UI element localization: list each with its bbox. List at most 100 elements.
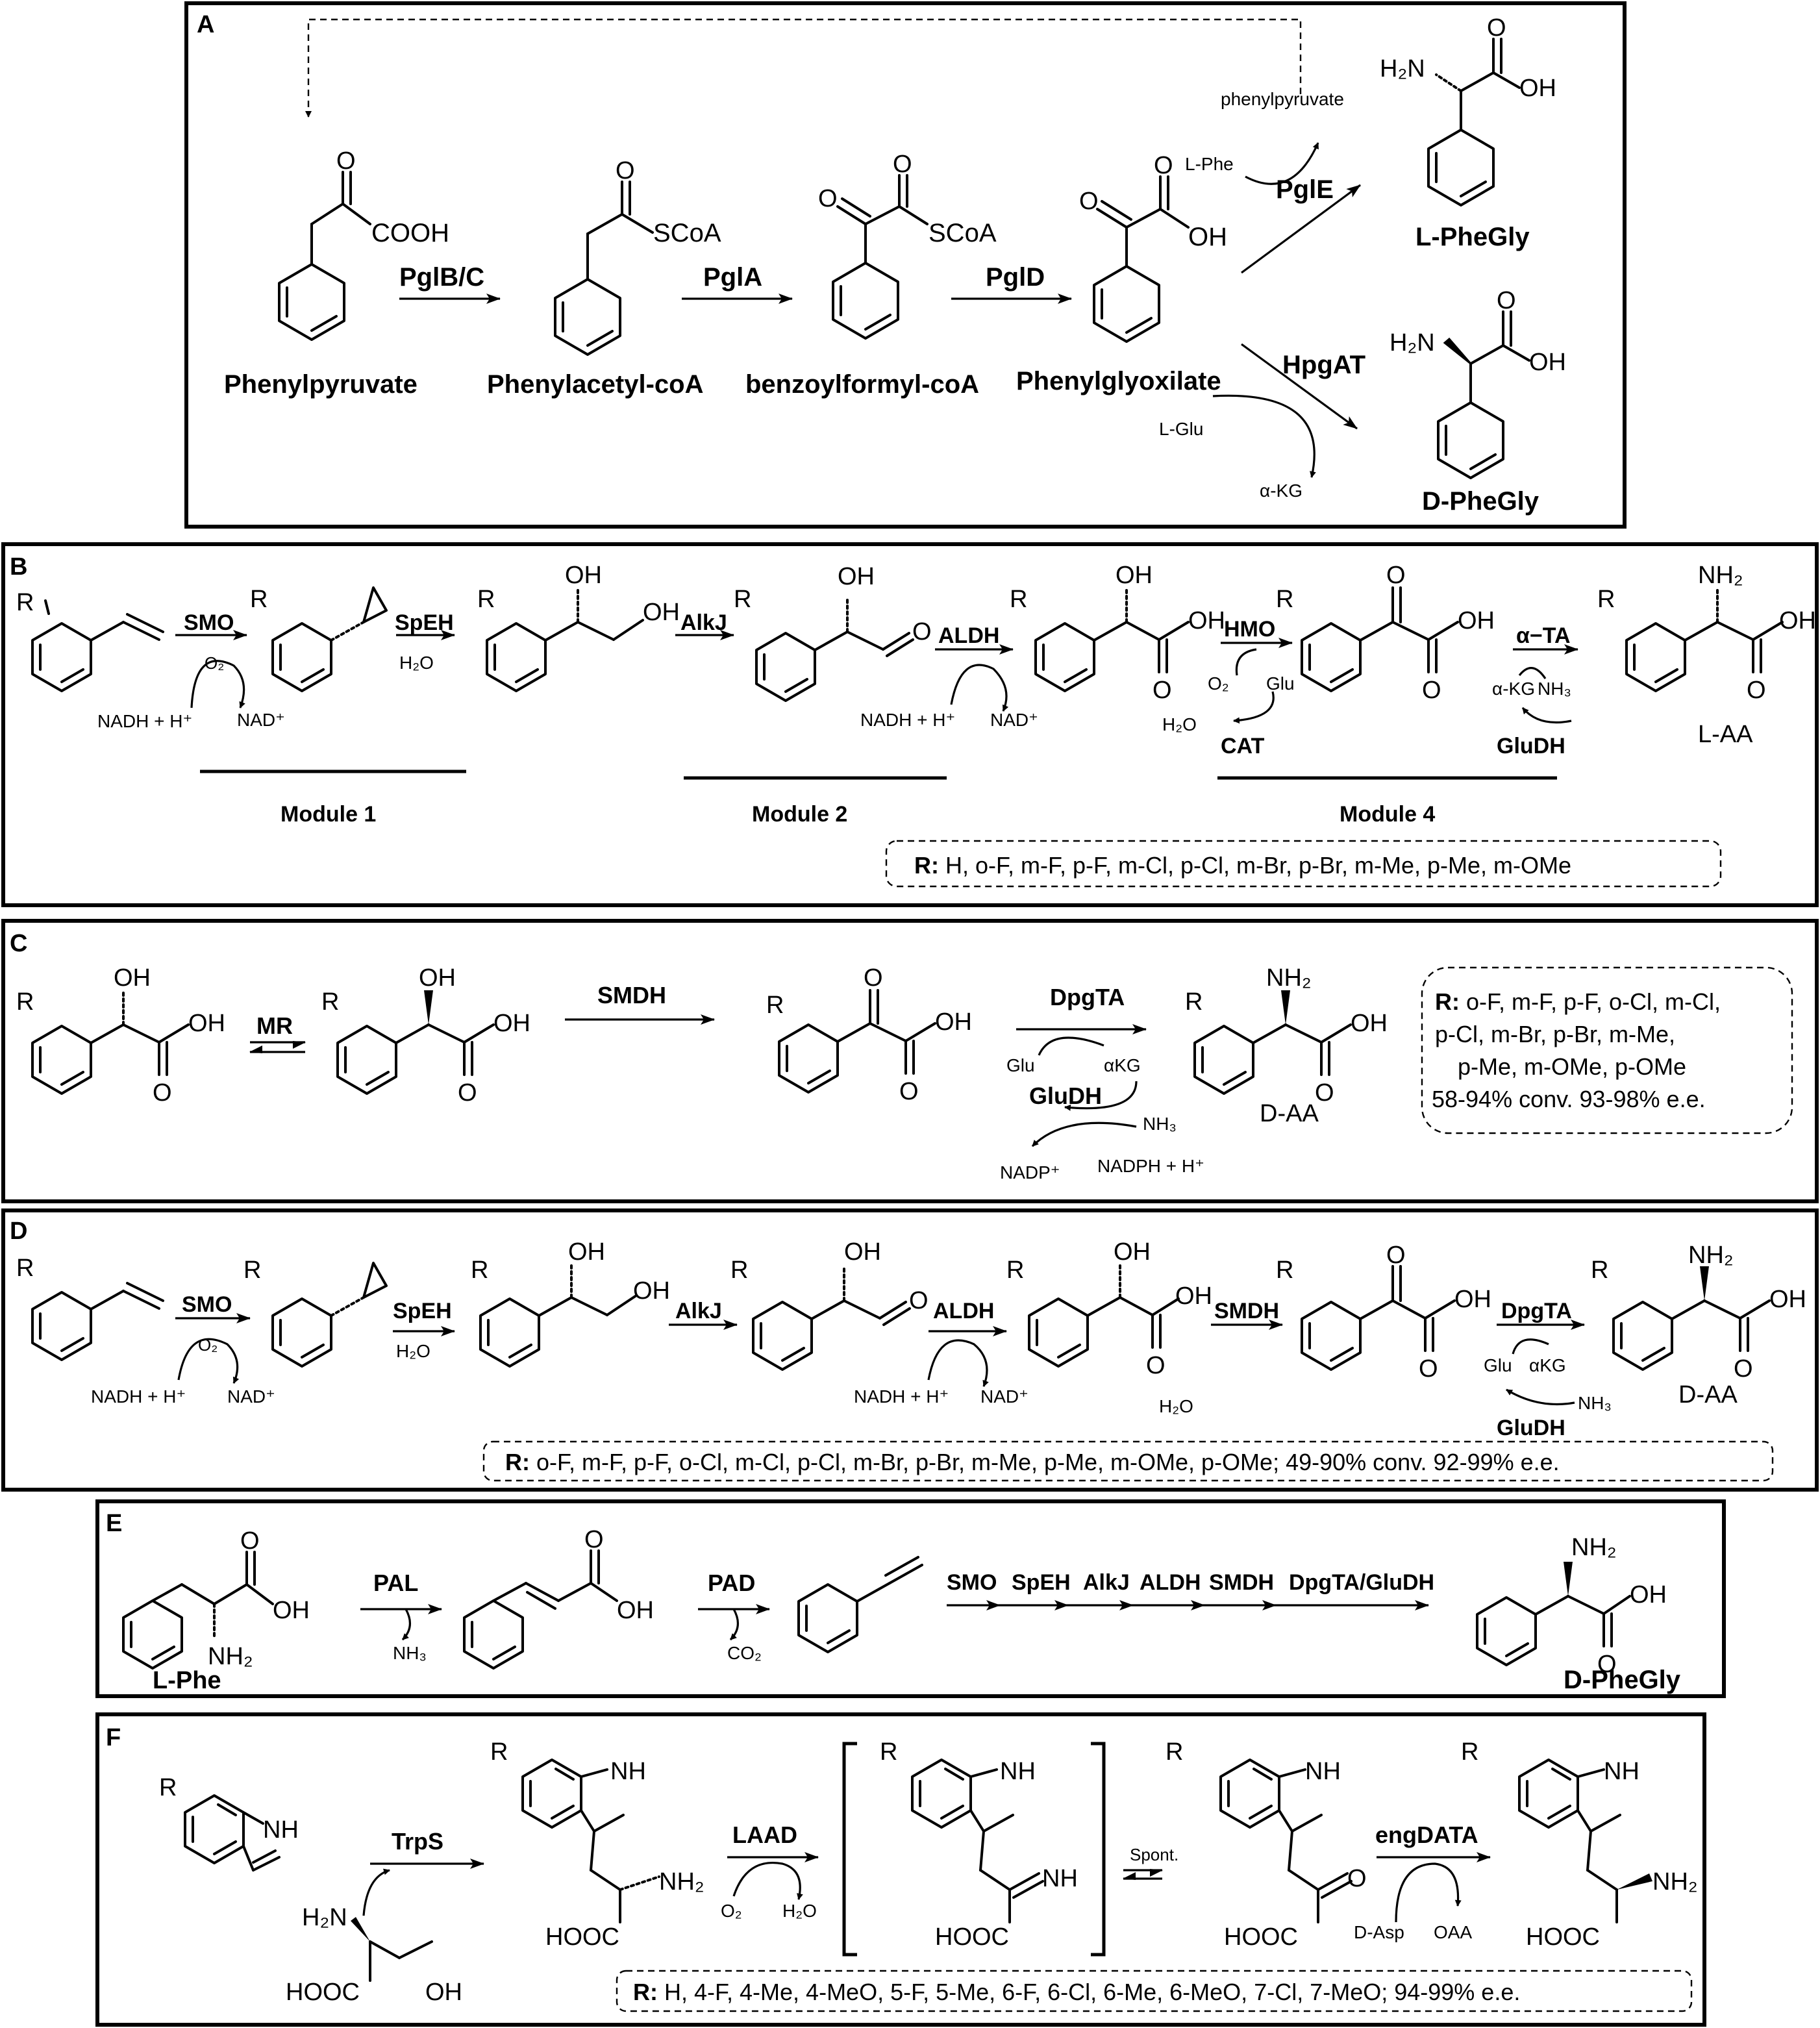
product-d-aa-c: D-AA bbox=[1260, 1100, 1319, 1127]
curved-arrow-cat bbox=[1233, 691, 1275, 724]
cofactor-l-phe: L-Phe bbox=[1185, 154, 1234, 174]
atom-o: O bbox=[912, 618, 932, 645]
cofactor-glu: α-KG bbox=[1492, 679, 1535, 699]
label-l-phe: L-Phe bbox=[153, 1667, 221, 1694]
structure-phenylglyoxylic-acid-c: R O O OH bbox=[766, 964, 972, 1105]
atom-r: R bbox=[490, 1738, 508, 1766]
enzyme-aldh: ALDH bbox=[938, 623, 999, 648]
atom-oh: OH bbox=[1630, 1581, 1667, 1609]
cofactor-alpha-kg: α-KG bbox=[1260, 481, 1303, 501]
structure-phenylglyoxylic-acid-d: R O O OH bbox=[1276, 1242, 1491, 1383]
curved-arrow-smo bbox=[190, 660, 245, 708]
structure-d-aa-d: R NH₂ O OH bbox=[1591, 1242, 1806, 1383]
structure-diol-d: R OH OH bbox=[471, 1238, 670, 1368]
atom-o: O bbox=[899, 1078, 919, 1105]
enzyme-laad: LAAD bbox=[732, 1821, 797, 1848]
curved-arrow-laad bbox=[732, 1862, 803, 1900]
r-scope-c-line-2: p-Cl, m-Br, p-Br, m-Me, bbox=[1435, 1021, 1675, 1047]
structure-s-mandelic-acid: R OH O OH bbox=[321, 964, 530, 1107]
atom-cooh: COOH bbox=[371, 219, 449, 247]
cofactor-h2o: H₂O bbox=[782, 1901, 817, 1921]
atom-r: R bbox=[250, 586, 268, 613]
enzyme-speh: SpEH bbox=[393, 1299, 452, 1323]
label-l-phegly: L-PheGly bbox=[1415, 223, 1530, 251]
structure-styrene: R bbox=[16, 589, 164, 692]
atom-oh: OH bbox=[844, 1238, 881, 1266]
arrow-pgle bbox=[1241, 184, 1361, 274]
atom-oh: OH bbox=[419, 964, 456, 992]
enzyme-smdh: SMDH bbox=[597, 982, 666, 1008]
atom-r: R bbox=[16, 1255, 34, 1282]
atom-nh2: NH₂ bbox=[1266, 964, 1312, 992]
cofactor-l-glu: L-Glu bbox=[1159, 419, 1203, 439]
panel-a-frame bbox=[184, 1, 1627, 529]
enzyme-gludh: GluDH bbox=[1029, 1083, 1102, 1109]
atom-r: R bbox=[1166, 1738, 1183, 1766]
enzyme-hpgat: HpgAT bbox=[1282, 351, 1365, 379]
curved-arrow-hpgat bbox=[1212, 394, 1316, 478]
structure-phenylpyruvate: O COOH bbox=[278, 147, 449, 341]
atom-o: O bbox=[1419, 1355, 1438, 1383]
atom-r: R bbox=[1276, 1257, 1293, 1284]
enzyme-pad: PAD bbox=[708, 1570, 755, 1596]
enzyme-smo: SMO bbox=[184, 610, 234, 635]
enzyme-aldh: ALDH bbox=[933, 1299, 994, 1323]
enzyme-pal: PAL bbox=[373, 1570, 418, 1596]
atom-o: O bbox=[1315, 1079, 1334, 1107]
r-scope-c-line-1: R: o-F, m-F, p-F, o-Cl, m-Cl, bbox=[1435, 988, 1721, 1015]
atom-o: O bbox=[336, 147, 356, 175]
atom-o: O bbox=[1487, 14, 1506, 42]
structure-serine: H₂N HOOC OH bbox=[286, 1904, 462, 2006]
atom-nh2: NH₂ bbox=[1652, 1868, 1698, 1896]
cofactor-akg: αKG bbox=[1529, 1355, 1566, 1375]
atom-o: O bbox=[240, 1527, 260, 1555]
cofactor-nadh: NADH + H⁺ bbox=[854, 1386, 949, 1407]
enzyme-pgle: PglE bbox=[1276, 175, 1334, 204]
atom-r: R bbox=[1010, 586, 1027, 613]
atom-oh: OH bbox=[565, 562, 602, 589]
panel-c: C R OH O OH MR bbox=[1, 919, 1819, 1203]
enzyme-alkj: AlkJ bbox=[675, 1299, 722, 1323]
atom-oh: OH bbox=[1769, 1286, 1806, 1313]
atom-o: O bbox=[1422, 677, 1441, 704]
atom-nh: NH bbox=[1042, 1865, 1078, 1892]
atom-nh: NH bbox=[1000, 1758, 1036, 1785]
enzyme-dpgta: DpgTA bbox=[1050, 984, 1125, 1010]
atom-hooc: HOOC bbox=[935, 1923, 1009, 1951]
atom-nh: NH bbox=[1305, 1758, 1341, 1785]
curved-arrow-aldh bbox=[950, 664, 1009, 712]
cofactor-nadh: NADH + H⁺ bbox=[860, 710, 955, 730]
r-scope-c-line-4: 58-94% conv. 93-98% e.e. bbox=[1432, 1086, 1706, 1112]
atom-oh: OH bbox=[1114, 1238, 1151, 1266]
atom-o: O bbox=[864, 964, 883, 992]
atom-o: O bbox=[153, 1079, 172, 1107]
enzyme-pgla: PglA bbox=[703, 263, 762, 292]
structure-benzoylformyl-coa: O O SCoA bbox=[818, 151, 997, 340]
atom-o: O bbox=[616, 157, 635, 184]
atom-nh2: NH₂ bbox=[1698, 562, 1743, 589]
r-scope-box-c bbox=[1421, 966, 1793, 1134]
curved-arrow-dpgta bbox=[1038, 1036, 1104, 1056]
structure-diol: R OH OH bbox=[477, 562, 680, 692]
cofactor-d-asp: D-Asp bbox=[1354, 1922, 1404, 1942]
atom-o: O bbox=[1386, 1242, 1406, 1269]
cofactor-o2: O₂ bbox=[1208, 673, 1229, 694]
product-d-aa-d: D-AA bbox=[1678, 1381, 1738, 1408]
curved-arrow-pal bbox=[401, 1609, 411, 1641]
atom-oh: OH bbox=[935, 1008, 972, 1036]
atom-h2n: H₂N bbox=[302, 1904, 347, 1931]
panel-b-frame bbox=[1, 542, 1819, 907]
enzyme-hmo: HMO bbox=[1224, 617, 1275, 642]
atom-o: O bbox=[1497, 287, 1516, 314]
structure-hydroxyaldehyde-d: R OH O bbox=[730, 1238, 929, 1371]
atom-nh: NH bbox=[1604, 1758, 1639, 1785]
atom-oh: OH bbox=[1351, 1010, 1388, 1037]
cofactor-nh3: NH₃ bbox=[393, 1643, 427, 1663]
atom-r: R bbox=[16, 988, 34, 1016]
label-phenylglyoxilate: Phenylglyoxilate bbox=[1016, 367, 1221, 395]
atom-r: R bbox=[1276, 586, 1293, 613]
structure-l-phegly: H₂N O OH bbox=[1380, 14, 1556, 207]
label-phenylpyruvate: Phenylpyruvate bbox=[224, 370, 418, 399]
cofactor-o2: O₂ bbox=[721, 1901, 742, 1921]
cofactor-alpha-kg: NH₃ bbox=[1538, 679, 1571, 699]
